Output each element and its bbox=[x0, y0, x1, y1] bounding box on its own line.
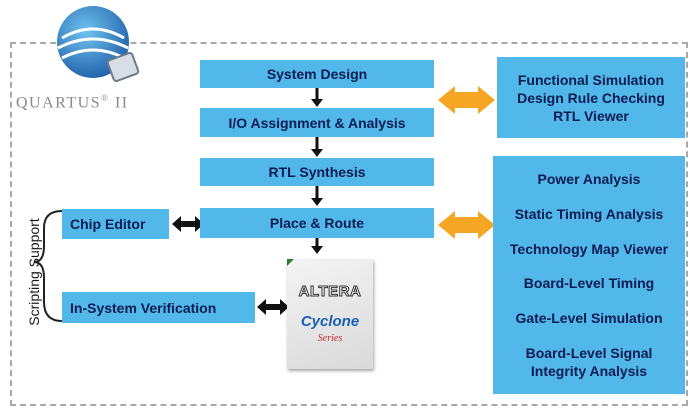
cyclone-series-label: Series bbox=[317, 333, 343, 344]
feature-gate-level-simulation: Gate-Level Simulation bbox=[515, 309, 663, 326]
io-assignment-box: I/O Assignment & Analysis bbox=[200, 108, 434, 137]
upper-features-box: Functional Simulation Design Rule Checki… bbox=[497, 57, 685, 138]
feature-functional-simulation: Functional Simulation bbox=[517, 71, 665, 88]
feature-technology-map-viewer: Technology Map Viewer bbox=[509, 240, 669, 257]
double-arrow-chip-editor bbox=[172, 216, 204, 232]
scripting-brace bbox=[33, 210, 63, 322]
lower-features-box: Power Analysis Static Timing Analysis Te… bbox=[493, 156, 685, 394]
quartus-wordmark: QUARTUS® II bbox=[16, 93, 129, 112]
orange-connector-lower bbox=[438, 211, 495, 239]
feature-power-analysis: Power Analysis bbox=[537, 171, 641, 188]
dashed-frame bbox=[10, 42, 688, 406]
in-system-verification-box: In-System Verification bbox=[62, 292, 255, 323]
system-design-box: System Design bbox=[200, 60, 434, 88]
feature-board-level-signal-integrity: Board-Level Signal Integrity Analysis bbox=[525, 344, 653, 379]
cyclone-chip-image: ALTERA Cyclone Series bbox=[287, 259, 373, 369]
double-arrow-verification bbox=[257, 299, 289, 315]
altera-logo: ALTERA bbox=[298, 283, 362, 301]
feature-design-rule-checking: Design Rule Checking bbox=[517, 89, 665, 106]
feature-board-level-timing: Board-Level Timing bbox=[523, 275, 655, 292]
place-route-box: Place & Route bbox=[200, 208, 434, 238]
feature-rtl-viewer: RTL Viewer bbox=[553, 107, 629, 124]
chip-editor-box: Chip Editor bbox=[62, 209, 169, 239]
cyclone-logo: Cyclone bbox=[300, 313, 360, 330]
orange-connector-upper bbox=[438, 86, 495, 114]
feature-static-timing-analysis: Static Timing Analysis bbox=[514, 205, 664, 222]
quartus-logo-icon bbox=[57, 6, 140, 82]
rtl-synthesis-box: RTL Synthesis bbox=[200, 158, 434, 186]
